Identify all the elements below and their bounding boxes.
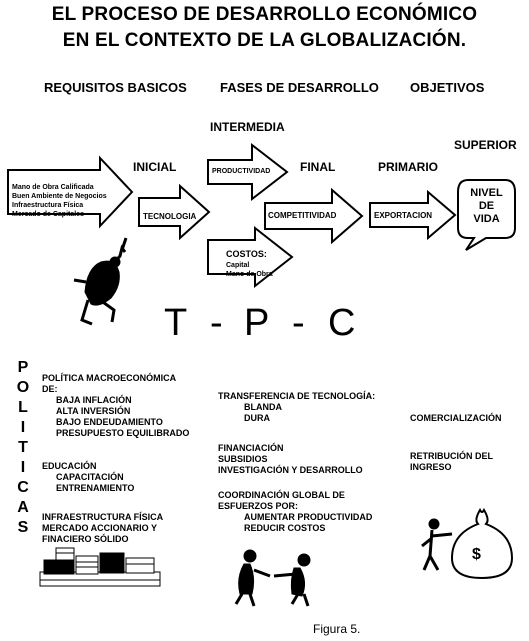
handshake-figure	[234, 549, 311, 607]
retribucion-line: RETRIBUCIÓN DEL	[410, 451, 493, 461]
climber-figure	[73, 237, 128, 326]
tpc-p: P	[244, 302, 270, 344]
requisitos-arrow	[7, 155, 134, 229]
nivel-line: NIVEL	[470, 187, 503, 199]
header-objetivos: OBJETIVOS	[410, 80, 485, 95]
stage-superior: SUPERIOR	[454, 138, 517, 152]
stage-intermedia: INTERMEDIA	[210, 120, 285, 134]
politicas-letter: P	[17, 359, 29, 376]
infra-line: FINACIERO SÓLIDO	[42, 534, 129, 544]
politicas-letter: O	[16, 379, 30, 396]
label-productividad: PRODUCTIVIDAD	[212, 168, 271, 175]
tpc-t: T	[164, 302, 188, 344]
fin-line: FINANCIACIÓN	[218, 443, 284, 453]
educ-item: CAPACITACIÓN	[56, 472, 124, 482]
tpc-dash-1: -	[210, 302, 223, 344]
macro-title: POLÍTICA MACROECONÓMICA	[42, 373, 177, 383]
macro-item: PRESUPUESTO EQUILIBRADO	[56, 428, 190, 438]
nivel-line: DE	[478, 200, 495, 212]
label-competitividad: COMPETITIVIDAD	[268, 211, 337, 220]
header-fases: FASES DE DESARROLLO	[220, 80, 379, 95]
stage-primario: PRIMARIO	[378, 160, 438, 174]
money-bag-figure	[421, 507, 514, 580]
label-tecnologia: TECNOLOGIA	[143, 212, 197, 221]
figure-caption: Figura 5.	[313, 622, 361, 636]
politicas-letter: I	[20, 459, 26, 476]
title-line-1: EL PROCESO DE DESARROLLO ECONÓMICO	[51, 4, 478, 25]
coord-item: AUMENTAR PRODUCTIVIDAD	[244, 512, 373, 522]
header-requisitos: REQUISITOS BASICOS	[44, 80, 187, 95]
nivel-de-vida-text: NIVEL DE VIDA	[458, 187, 515, 226]
nivel-bubble	[457, 179, 516, 251]
col3-comercializacion: COMERCIALIZACIÓN	[410, 413, 502, 423]
infra-line: INFRAESTRUCTURA FÍSICA	[42, 512, 164, 522]
stage-final: FINAL	[300, 160, 336, 174]
exportacion-arrow	[369, 189, 457, 241]
politicas-letter: A	[17, 499, 29, 516]
col2-coord: COORDINACIÓN GLOBAL DE ESFUERZOS POR: AU…	[218, 490, 372, 534]
retribucion-line: INGRESO	[410, 462, 452, 472]
politicas-letter: T	[18, 439, 28, 456]
tpc-dash-2: -	[292, 302, 305, 344]
requisito-item: Buen Ambiente de Negocios	[12, 193, 107, 200]
costos-list: Capital Mano de Obra	[226, 261, 273, 279]
tecnologia-arrow	[138, 183, 211, 241]
coord-title: COORDINACIÓN GLOBAL DE	[218, 490, 345, 500]
fin-line: SUBSIDIOS	[218, 454, 268, 464]
requisito-item: Mercado de Capitales	[12, 211, 84, 218]
money-symbol: $	[472, 546, 481, 563]
tpc-c: C	[328, 302, 356, 344]
politicas-letter: C	[17, 479, 29, 496]
col2-transf: TRANSFERENCIA DE TECNOLOGÍA: BLANDA DURA	[218, 391, 375, 424]
infra-line: MERCADO ACCIONARIO Y	[42, 523, 158, 533]
politicas-letter: S	[17, 519, 29, 536]
requisito-item: Infraestructura Física	[12, 202, 84, 209]
requisitos-list: Mano de Obra Calificada Buen Ambiente de…	[12, 183, 107, 219]
col3-retribucion: RETRIBUCIÓN DEL INGRESO	[410, 451, 493, 473]
macro-title: DE:	[42, 384, 58, 394]
col1-infra: INFRAESTRUCTURA FÍSICA MERCADO ACCIONARI…	[42, 512, 163, 545]
politicas-letter: I	[20, 419, 26, 436]
costos-item: Mano de Obra	[226, 271, 273, 278]
nivel-line: VIDA	[473, 213, 500, 225]
fin-line: INVESTIGACIÓN Y DESARROLLO	[218, 465, 363, 475]
requisito-item: Mano de Obra Calificada	[12, 184, 94, 191]
educ-title: EDUCACIÓN	[42, 461, 97, 471]
stage-inicial: INICIAL	[133, 160, 177, 174]
productividad-arrow	[207, 142, 289, 202]
costos-arrow	[207, 225, 294, 289]
col1-macro: POLÍTICA MACROECONÓMICA DE: BAJA INFLACI…	[42, 373, 189, 439]
transf-item: DURA	[244, 413, 270, 423]
label-exportacion: EXPORTACION	[374, 211, 433, 220]
label-costos: COSTOS:	[226, 249, 267, 259]
macro-item: BAJO ENDEUDAMIENTO	[56, 417, 163, 427]
col1-educ: EDUCACIÓN CAPACITACIÓN ENTRENAMIENTO	[42, 461, 134, 494]
col2-fin: FINANCIACIÓN SUBSIDIOS INVESTIGACIÓN Y D…	[218, 443, 363, 476]
macro-item: BAJA INFLACIÓN	[56, 395, 132, 405]
coord-title: ESFUERZOS POR:	[218, 501, 299, 511]
competitividad-arrow	[264, 187, 364, 245]
title-line-2: EN EL CONTEXTO DE LA GLOBALIZACIÓN.	[62, 30, 467, 51]
macro-item: ALTA INVERSIÓN	[56, 406, 131, 416]
educ-item: ENTRENAMIENTO	[56, 483, 135, 493]
paper-stacks-figure	[39, 547, 161, 587]
transf-title: TRANSFERENCIA DE TECNOLOGÍA:	[218, 391, 376, 401]
coord-item: REDUCIR COSTOS	[244, 523, 326, 533]
transf-item: BLANDA	[244, 402, 282, 412]
costos-item: Capital	[226, 262, 250, 269]
politicas-vertical: P O L I T I C A S	[14, 358, 32, 538]
politicas-letter: L	[18, 399, 28, 416]
